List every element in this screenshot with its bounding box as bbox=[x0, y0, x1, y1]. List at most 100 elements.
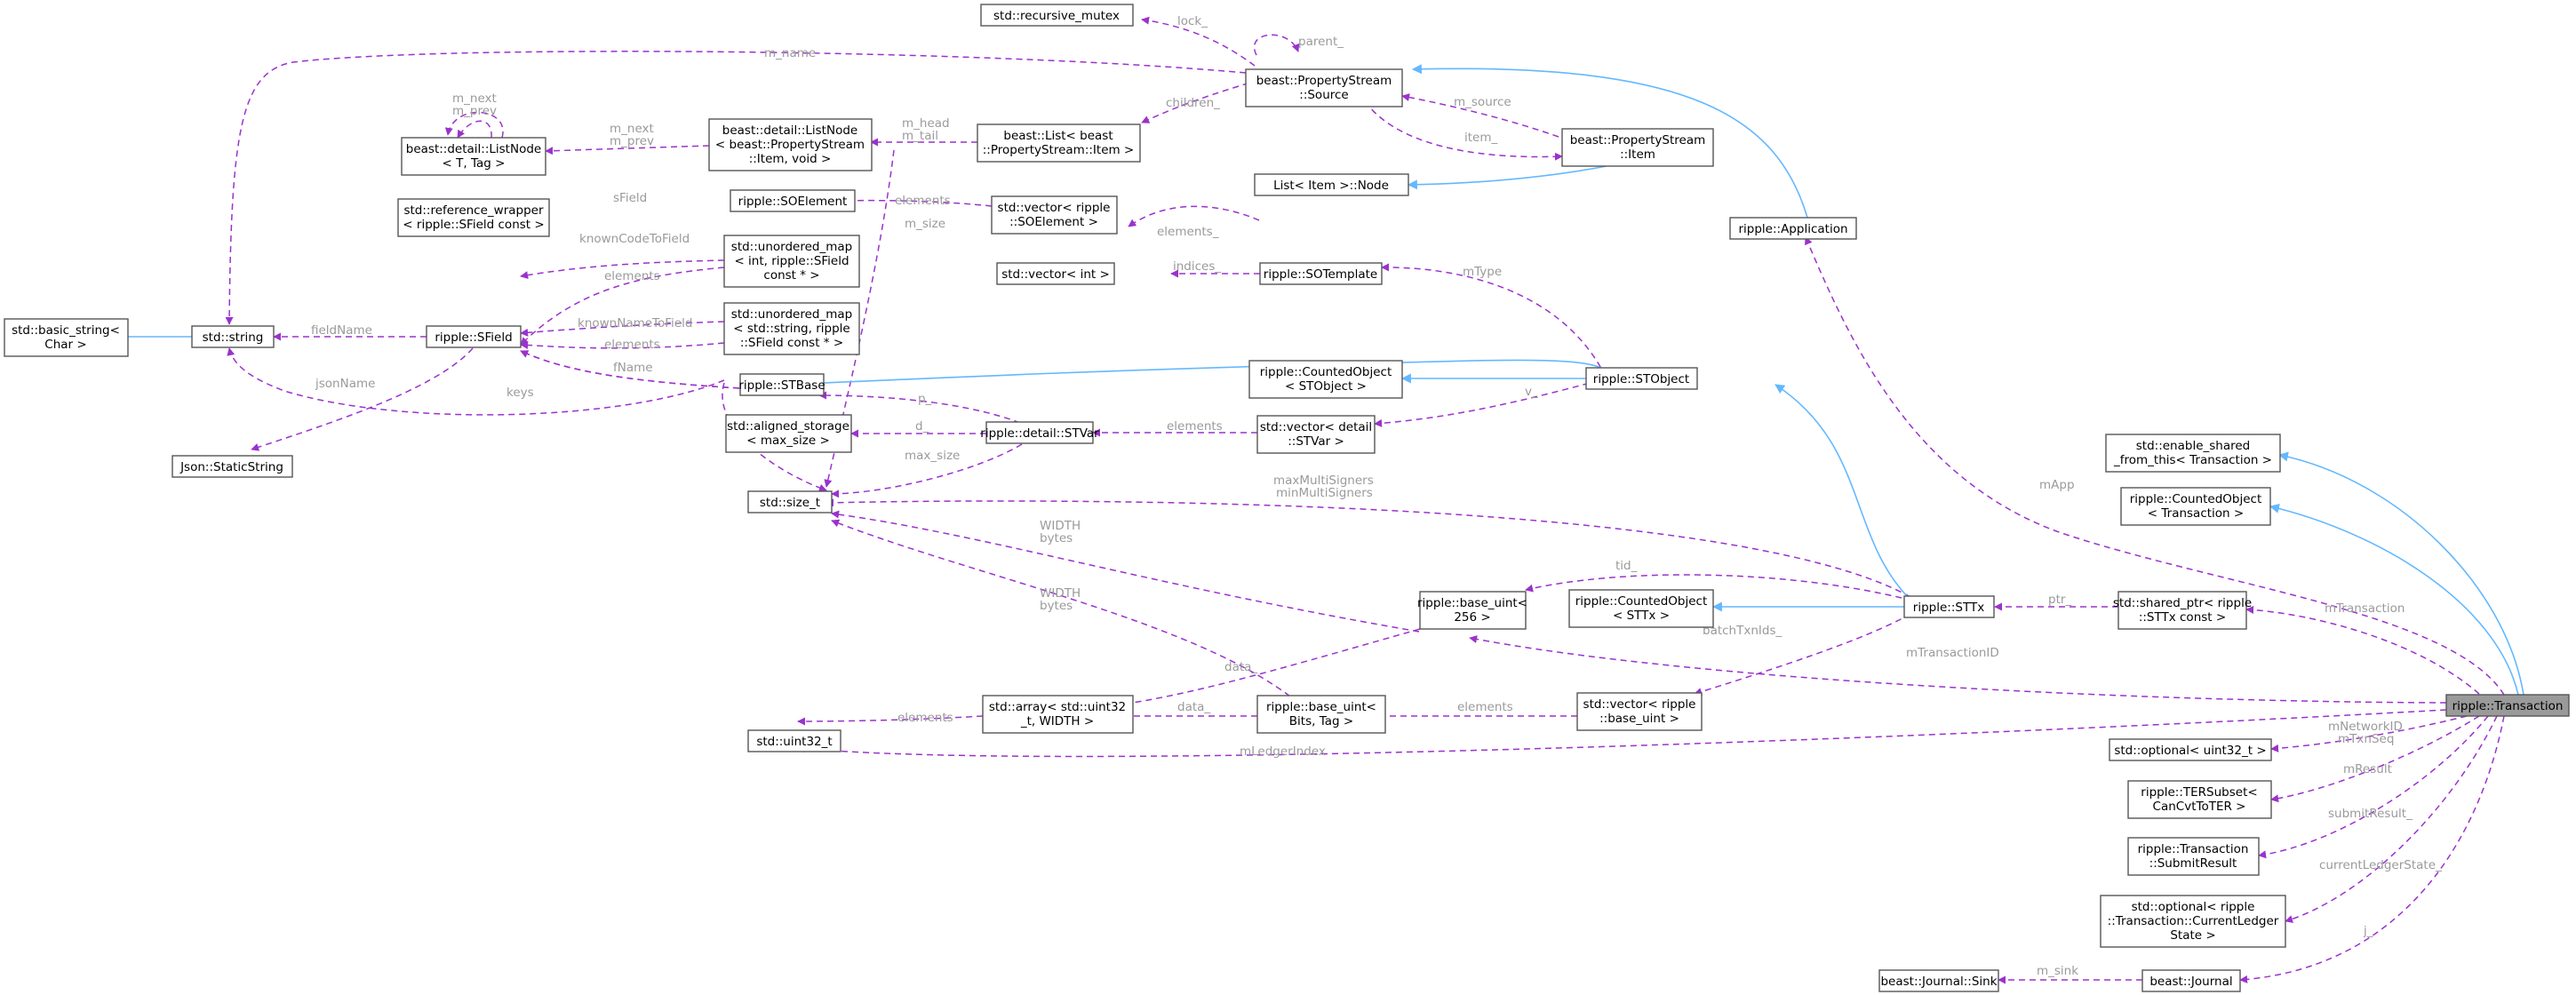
node-vector-int[interactable]: std::vector< int > bbox=[996, 262, 1115, 285]
svg-text:std::reference_wrapper: std::reference_wrapper bbox=[403, 203, 544, 218]
svg-text:< STObject >: < STObject > bbox=[1285, 379, 1367, 394]
svg-text:ripple::CountedObject: ripple::CountedObject bbox=[1260, 365, 1392, 379]
svg-text:std::vector< ripple: std::vector< ripple bbox=[1583, 697, 1696, 712]
edge-label-children: children_ bbox=[1166, 96, 1220, 110]
node-listnode-tag[interactable]: beast::detail::ListNode < T, Tag > bbox=[401, 137, 546, 176]
edge-label-elements-vso: elements_ bbox=[1157, 225, 1219, 239]
node-ripple-sfield[interactable]: ripple::SField bbox=[426, 325, 522, 348]
edge-label-fieldName: fieldName bbox=[311, 323, 372, 338]
svg-text:beast::PropertyStream: beast::PropertyStream bbox=[1570, 133, 1706, 147]
svg-text:std::enable_shared: std::enable_shared bbox=[2136, 439, 2251, 453]
svg-text:std::shared_ptr< ripple: std::shared_ptr< ripple bbox=[2113, 596, 2252, 610]
node-optional-uint32[interactable]: std::optional< uint32_t > bbox=[2109, 738, 2272, 761]
node-unordered-map-string[interactable]: std::unordered_map < std::string, ripple… bbox=[723, 302, 860, 355]
node-base-uint-256[interactable]: ripple::base_uint< 256 > bbox=[1417, 591, 1527, 630]
node-counted-object-stobject[interactable]: ripple::CountedObject < STObject > bbox=[1248, 360, 1403, 399]
node-ripple-transaction[interactable]: ripple::Transaction bbox=[2445, 694, 2570, 717]
node-ripple-soelement[interactable]: ripple::SOElement bbox=[730, 189, 856, 212]
node-list-item-node[interactable]: List< Item >::Node bbox=[1254, 173, 1409, 196]
node-ripple-stbase[interactable]: ripple::STBase bbox=[738, 373, 825, 396]
node-ripple-sotemplate[interactable]: ripple::SOTemplate bbox=[1259, 262, 1383, 285]
edge-label-tid: tid_ bbox=[1615, 559, 1638, 573]
edge-label-m-next-b: m_next bbox=[452, 92, 497, 106]
edge-label-knownCodeToField: knownCodeToField bbox=[579, 232, 690, 246]
node-ripple-sttx[interactable]: ripple::STTx bbox=[1903, 595, 1995, 618]
svg-text:< ripple::SField const >: < ripple::SField const > bbox=[403, 218, 544, 232]
edge-label-v: v_ bbox=[1525, 385, 1538, 399]
edge-label-elements-vstvar: elements bbox=[1167, 419, 1223, 434]
svg-text:const * >: const * > bbox=[763, 268, 819, 283]
edge-label-m-next-a: m_next bbox=[610, 122, 654, 136]
node-detail-stvar[interactable]: ripple::detail::STVar bbox=[980, 421, 1099, 444]
node-beast-journal[interactable]: beast::Journal bbox=[2141, 969, 2241, 992]
node-vector-base-uint[interactable]: std::vector< ripple ::base_uint > bbox=[1576, 692, 1703, 731]
svg-text:ripple::SOElement: ripple::SOElement bbox=[738, 195, 848, 209]
node-counted-object-transaction[interactable]: ripple::CountedObject < Transaction > bbox=[2120, 487, 2271, 526]
svg-text:std::size_t: std::size_t bbox=[760, 496, 820, 510]
svg-text:::Item: ::Item bbox=[1620, 147, 1655, 162]
svg-text:std::vector< detail: std::vector< detail bbox=[1260, 420, 1372, 434]
node-ter-subset[interactable]: ripple::TERSubset< CanCvtToTER > bbox=[2127, 780, 2272, 819]
node-submit-result[interactable]: ripple::Transaction ::SubmitResult bbox=[2127, 837, 2260, 876]
svg-text:std::vector< ripple: std::vector< ripple bbox=[998, 201, 1111, 215]
node-ripple-stobject[interactable]: ripple::STObject bbox=[1585, 367, 1698, 390]
edge-label-mTransaction: mTransaction bbox=[2325, 601, 2405, 616]
node-vector-soelement[interactable]: std::vector< ripple ::SOElement > bbox=[991, 195, 1118, 235]
node-base-uint-bits-tag[interactable]: ripple::base_uint< Bits, Tag > bbox=[1256, 695, 1386, 734]
edge-label-indices: indices_ bbox=[1173, 259, 1221, 274]
node-counted-object-sttx[interactable]: ripple::CountedObject < STTx > bbox=[1568, 589, 1714, 628]
node-shared-ptr-sttx[interactable]: std::shared_ptr< ripple ::STTx const > bbox=[2113, 591, 2252, 630]
node-uint32-t[interactable]: std::uint32_t bbox=[747, 729, 841, 752]
svg-text:ripple::STTx: ripple::STTx bbox=[1913, 601, 1984, 615]
svg-text:ripple::STBase: ripple::STBase bbox=[738, 378, 825, 393]
edge-label-j: j_ bbox=[2363, 924, 2373, 938]
edge-label-mApp: mApp bbox=[2039, 478, 2075, 492]
node-enable-shared-from-this[interactable]: std::enable_shared _from_this< Transacti… bbox=[2105, 434, 2281, 473]
node-aligned-storage[interactable]: std::aligned_storage < max_size > bbox=[725, 414, 852, 453]
edge-label-mResult: mResult bbox=[2343, 762, 2392, 776]
edge-label-submitResult: submitResult_ bbox=[2328, 807, 2413, 821]
svg-text:_from_this< Transaction >: _from_this< Transaction > bbox=[2113, 453, 2272, 467]
node-array-uint32[interactable]: std::array< std::uint32 _t, WIDTH > bbox=[982, 695, 1134, 734]
edge-label-minMultiSigners: minMultiSigners bbox=[1276, 486, 1373, 500]
node-journal-sink[interactable]: beast::Journal::Sink bbox=[1878, 969, 1999, 992]
edge-label-fName: fName bbox=[613, 361, 653, 375]
svg-text:::base_uint >: ::base_uint > bbox=[1599, 712, 1679, 726]
node-property-stream-source[interactable]: beast::PropertyStream ::Source bbox=[1245, 68, 1403, 107]
svg-text:< int, ripple::SField: < int, ripple::SField bbox=[734, 254, 849, 268]
svg-text:_t, WIDTH >: _t, WIDTH > bbox=[1020, 714, 1094, 728]
svg-text:ripple::STObject: ripple::STObject bbox=[1593, 372, 1689, 386]
edge-label-batchTxnIds: batchTxnIds_ bbox=[1703, 624, 1782, 638]
svg-text:::Item, void >: ::Item, void > bbox=[749, 152, 832, 166]
svg-text:std::optional< uint32_t >: std::optional< uint32_t > bbox=[2114, 744, 2266, 758]
edge-label-elements-soe: elements bbox=[895, 194, 951, 208]
svg-text:beast::Journal::Sink: beast::Journal::Sink bbox=[1880, 975, 1997, 989]
node-json-static-string[interactable]: Json::StaticString bbox=[171, 455, 293, 478]
node-size-t[interactable]: std::size_t bbox=[747, 490, 833, 513]
node-std-string[interactable]: std::string bbox=[191, 325, 275, 348]
svg-text:::Transaction::CurrentLedger: ::Transaction::CurrentLedger bbox=[2108, 914, 2279, 928]
node-list-property-stream-item[interactable]: beast::List< beast ::PropertyStream::Ite… bbox=[977, 123, 1141, 163]
node-reference-wrapper[interactable]: std::reference_wrapper < ripple::SField … bbox=[397, 198, 550, 237]
svg-text:< std::string, ripple: < std::string, ripple bbox=[733, 322, 849, 336]
svg-text:Bits, Tag >: Bits, Tag > bbox=[1289, 714, 1353, 728]
edge-label-bytes-b: bytes bbox=[1040, 599, 1073, 613]
node-basic-string[interactable]: std::basic_string< Char > bbox=[4, 318, 129, 357]
node-vector-stvar[interactable]: std::vector< detail ::STVar > bbox=[1256, 415, 1376, 454]
node-recursive-mutex[interactable]: std::recursive_mutex bbox=[980, 4, 1134, 27]
node-ripple-application[interactable]: ripple::Application bbox=[1729, 217, 1857, 240]
svg-text:ripple::TERSubset<: ripple::TERSubset< bbox=[2141, 785, 2257, 800]
edge-label-elements-umi: elements bbox=[604, 269, 660, 283]
node-listnode-item[interactable]: beast::detail::ListNode < beast::Propert… bbox=[708, 118, 873, 171]
node-optional-current-ledger-state[interactable]: std::optional< ripple ::Transaction::Cur… bbox=[2100, 895, 2286, 948]
edge-label-m-source: m_source bbox=[1454, 95, 1511, 109]
node-property-stream-item[interactable]: beast::PropertyStream ::Item bbox=[1561, 128, 1714, 167]
edge-label-ptr: ptr_ bbox=[2048, 593, 2071, 607]
svg-text:ripple::SOTemplate: ripple::SOTemplate bbox=[1264, 267, 1377, 282]
svg-text:::PropertyStream::Item >: ::PropertyStream::Item > bbox=[983, 143, 1135, 157]
edge-label-mTxnSeq: mTxnSeq bbox=[2338, 732, 2394, 746]
edge-label-width-a: WIDTH bbox=[1040, 519, 1081, 533]
node-unordered-map-int[interactable]: std::unordered_map < int, ripple::SField… bbox=[723, 235, 860, 288]
svg-text:ripple::base_uint<: ripple::base_uint< bbox=[1417, 596, 1527, 610]
edge-label-elements-arr: elements bbox=[897, 711, 953, 725]
